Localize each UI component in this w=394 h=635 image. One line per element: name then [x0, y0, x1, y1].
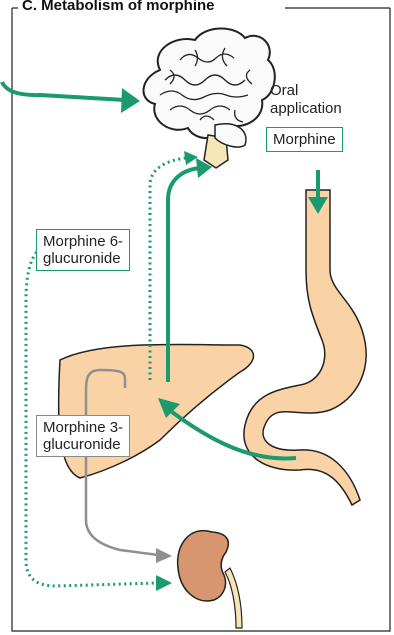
m6g-to-kidney-dotted-arrowhead: [156, 575, 172, 591]
brain-icon: [144, 28, 275, 168]
m6g-line1: Morphine 6-: [43, 233, 123, 250]
liver-icon: [59, 344, 254, 478]
incoming-arrowhead: [121, 88, 140, 113]
figure-title: C. Metabolism of morphine: [18, 0, 219, 14]
oral-label-line1: Oral: [270, 82, 342, 100]
incoming-arrow: [2, 82, 125, 100]
m3g-line2: glucuronide: [43, 436, 123, 453]
oral-application-label: Oral application: [270, 82, 342, 118]
kidney-icon: [178, 531, 242, 628]
m6g-to-brain-dotted-arrowhead: [184, 151, 198, 165]
morphine-box: Morphine: [266, 127, 343, 152]
m3g-line1: Morphine 3-: [43, 419, 123, 436]
morphine-6-glucuronide-box: Morphine 6- glucuronide: [36, 229, 130, 271]
oral-label-line2: application: [270, 100, 342, 118]
m6g-line2: glucuronide: [43, 250, 123, 267]
liver-to-kidney-grey-arrowhead: [156, 548, 172, 563]
morphine-label: Morphine: [273, 131, 336, 148]
morphine-3-glucuronide-box: Morphine 3- glucuronide: [36, 415, 130, 457]
